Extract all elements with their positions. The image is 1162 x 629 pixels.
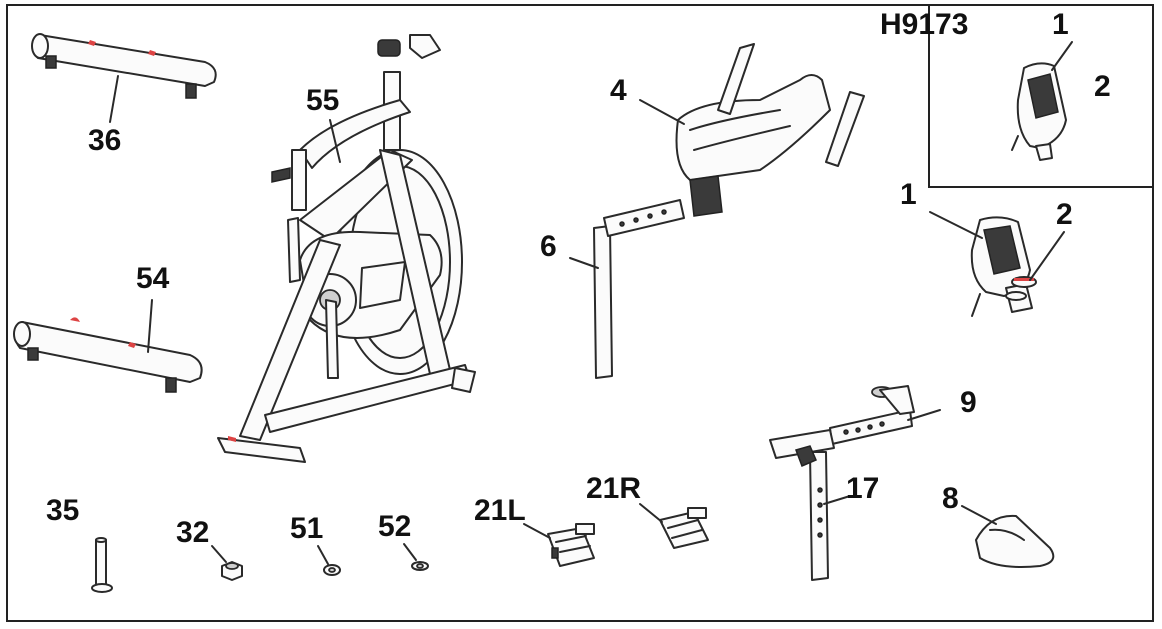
part-55-main-frame <box>217 34 476 463</box>
inset-model-label: H9173 <box>880 8 969 41</box>
label-part-9: 9 <box>960 386 977 419</box>
inset-box <box>928 4 1154 188</box>
label-part-54: 54 <box>136 262 170 295</box>
part-54-front-stabilizer <box>13 299 203 393</box>
part-1-console <box>929 211 1031 317</box>
part-8-saddle <box>961 505 1055 568</box>
label-part-2-inset: 2 <box>1094 70 1111 103</box>
label-part-32: 32 <box>176 516 210 549</box>
diagram-border <box>6 4 1154 622</box>
part-35-bolt <box>91 537 113 593</box>
label-part-6: 6 <box>540 230 557 263</box>
label-part-21R: 21R <box>586 472 642 505</box>
label-part-35: 35 <box>46 494 80 527</box>
label-part-1-inset: 1 <box>1052 8 1069 41</box>
part-21R-right-pedal <box>639 503 709 549</box>
label-part-1: 1 <box>900 178 917 211</box>
label-part-51: 51 <box>290 512 324 545</box>
part-17-seat-post <box>769 429 851 581</box>
label-part-8: 8 <box>942 482 959 515</box>
part-6-handlebar-post <box>569 199 685 379</box>
part-36-rear-stabilizer <box>31 33 217 123</box>
part-52-washer <box>403 543 429 571</box>
label-part-36: 36 <box>88 124 122 157</box>
label-part-21L: 21L <box>474 494 526 527</box>
label-part-2: 2 <box>1056 198 1073 231</box>
label-part-55: 55 <box>306 84 340 117</box>
part-32-nut <box>211 545 243 581</box>
part-9-seat-slider <box>829 385 941 445</box>
label-part-52: 52 <box>378 510 412 543</box>
label-part-4: 4 <box>610 74 627 107</box>
label-part-17: 17 <box>846 472 880 505</box>
part-2-bracket <box>1005 231 1065 313</box>
part-51-washer <box>317 545 341 576</box>
inset-part-1-console <box>1011 41 1073 161</box>
part-4-handlebar <box>639 43 865 217</box>
part-21L-left-pedal <box>523 523 595 567</box>
